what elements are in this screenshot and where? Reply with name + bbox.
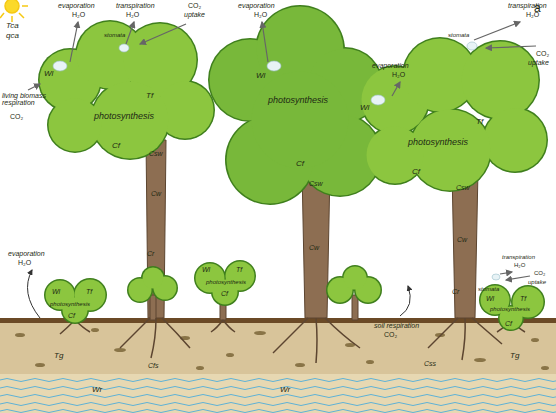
leaf-water (53, 42, 500, 280)
label: photosynthesis (206, 279, 246, 285)
label: Tca (6, 22, 19, 30)
label: Cr (452, 288, 459, 295)
label: CO₂ (536, 50, 549, 57)
label: photosynthesis (408, 138, 468, 147)
label: Wr (280, 386, 290, 394)
label: evaporation (238, 2, 275, 9)
label: Cf (68, 312, 75, 319)
label: Wl (52, 288, 60, 295)
soil-particles (15, 328, 549, 370)
label: Wl (360, 104, 369, 112)
label: soil respiration (374, 322, 419, 329)
label: Tf (476, 118, 483, 126)
label: stomata (478, 286, 499, 292)
label: Cw (151, 190, 161, 197)
label: evaporation (8, 250, 45, 257)
label: Cw (457, 236, 467, 243)
label: photosynthesis (94, 112, 154, 121)
label: Cf (412, 168, 420, 176)
label: Tf (520, 295, 526, 302)
label: Csw (149, 150, 163, 157)
label: Tg (510, 352, 519, 360)
label: Csw (456, 184, 470, 191)
label: Wl (486, 295, 494, 302)
label: Cf (296, 160, 304, 168)
canopy-fills (40, 7, 547, 330)
label: CO₂ (534, 270, 545, 276)
label: photosynthesis (490, 306, 530, 312)
water-waves (0, 379, 556, 413)
label: uptake (184, 11, 205, 18)
label: stomata (448, 32, 469, 38)
label: stomata (104, 32, 125, 38)
label: uptake (528, 279, 546, 285)
label: transpiration (502, 254, 535, 260)
water-layer (0, 372, 556, 413)
label: H₂O (514, 262, 525, 268)
label: Cf (505, 320, 512, 327)
sun (0, 0, 28, 22)
label: H₂O (526, 11, 539, 18)
label: photosynthesis (50, 301, 90, 307)
label: transpiration (116, 2, 155, 9)
label: Css (424, 360, 436, 367)
label: H₂O (254, 11, 267, 18)
label: H₂O (126, 11, 139, 18)
label: H₂O (18, 259, 31, 266)
label: Wl (202, 266, 210, 273)
label: photosynthesis (268, 96, 328, 105)
label: Wr (92, 386, 102, 394)
label: evaporation (372, 62, 409, 69)
label: CO₂ (188, 2, 201, 9)
label: uptake (528, 59, 549, 66)
label: Cf (221, 290, 228, 297)
curved-arrows (28, 270, 411, 318)
roots (60, 318, 525, 363)
label: transpiration (508, 2, 547, 9)
label: qca (6, 32, 19, 40)
label: Tf (236, 266, 242, 273)
label: Tg (54, 352, 63, 360)
label: Tf (146, 92, 153, 100)
label: living biomass respiration (2, 92, 48, 107)
label: H₂O (72, 11, 85, 18)
label: Wl (256, 72, 265, 80)
label: Cf (112, 142, 120, 150)
label: Cfs (148, 362, 159, 369)
label: Cr (147, 250, 154, 257)
label: CO₂ (10, 113, 23, 120)
label: H₂O (392, 71, 405, 78)
label: Csw (309, 180, 323, 187)
flux-arrows (28, 22, 536, 280)
label: Tf (86, 288, 92, 295)
canopy-outlines (38, 5, 548, 331)
label: Cw (309, 244, 319, 251)
label: CO₂ (384, 331, 397, 338)
label: evaporation (58, 2, 95, 9)
label: Wl (44, 70, 53, 78)
